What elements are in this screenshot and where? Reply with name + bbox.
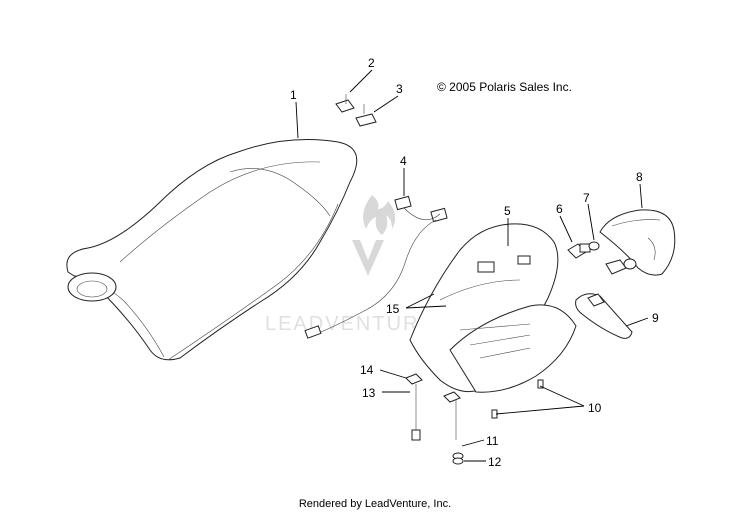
- callout-14: 14: [360, 363, 374, 377]
- leader-lines: [295, 69, 649, 462]
- seat-part: [66, 139, 358, 361]
- bracket-3-part: [355, 104, 377, 127]
- callout-13: 13: [362, 386, 376, 400]
- license-light-9-part: [575, 293, 633, 339]
- callout-3: 3: [396, 82, 403, 96]
- callout-5: 5: [504, 204, 511, 218]
- callout-15: 15: [386, 302, 400, 316]
- callout-11: 11: [486, 434, 499, 448]
- screw-13-part: [411, 384, 421, 441]
- callout-4: 4: [400, 154, 407, 168]
- copyright-notice: © 2005 Polaris Sales Inc.: [437, 80, 572, 94]
- callout-7: 7: [583, 191, 590, 205]
- callout-8: 8: [636, 170, 643, 184]
- socket-6-part: [567, 243, 591, 259]
- footer-credit: Rendered by LeadVenture, Inc.: [298, 498, 452, 510]
- taillight-8-part: [599, 209, 676, 276]
- callout-9: 9: [652, 311, 659, 325]
- fastener-2-part: [335, 94, 355, 113]
- clip-11-part: [443, 391, 461, 440]
- screw-12-part: [452, 452, 464, 465]
- bulb-7-part: [588, 241, 600, 251]
- callout-2: 2: [368, 56, 375, 70]
- callout-1: 1: [290, 88, 297, 102]
- callout-6: 6: [556, 202, 563, 216]
- callout-12: 12: [488, 455, 502, 469]
- rear-cowl-part: [409, 223, 577, 393]
- harness-4-part: [304, 195, 448, 339]
- callout-10: 10: [588, 401, 602, 415]
- watermark-text: LEADVENTURE: [265, 313, 435, 335]
- clip-14-part: [405, 373, 423, 385]
